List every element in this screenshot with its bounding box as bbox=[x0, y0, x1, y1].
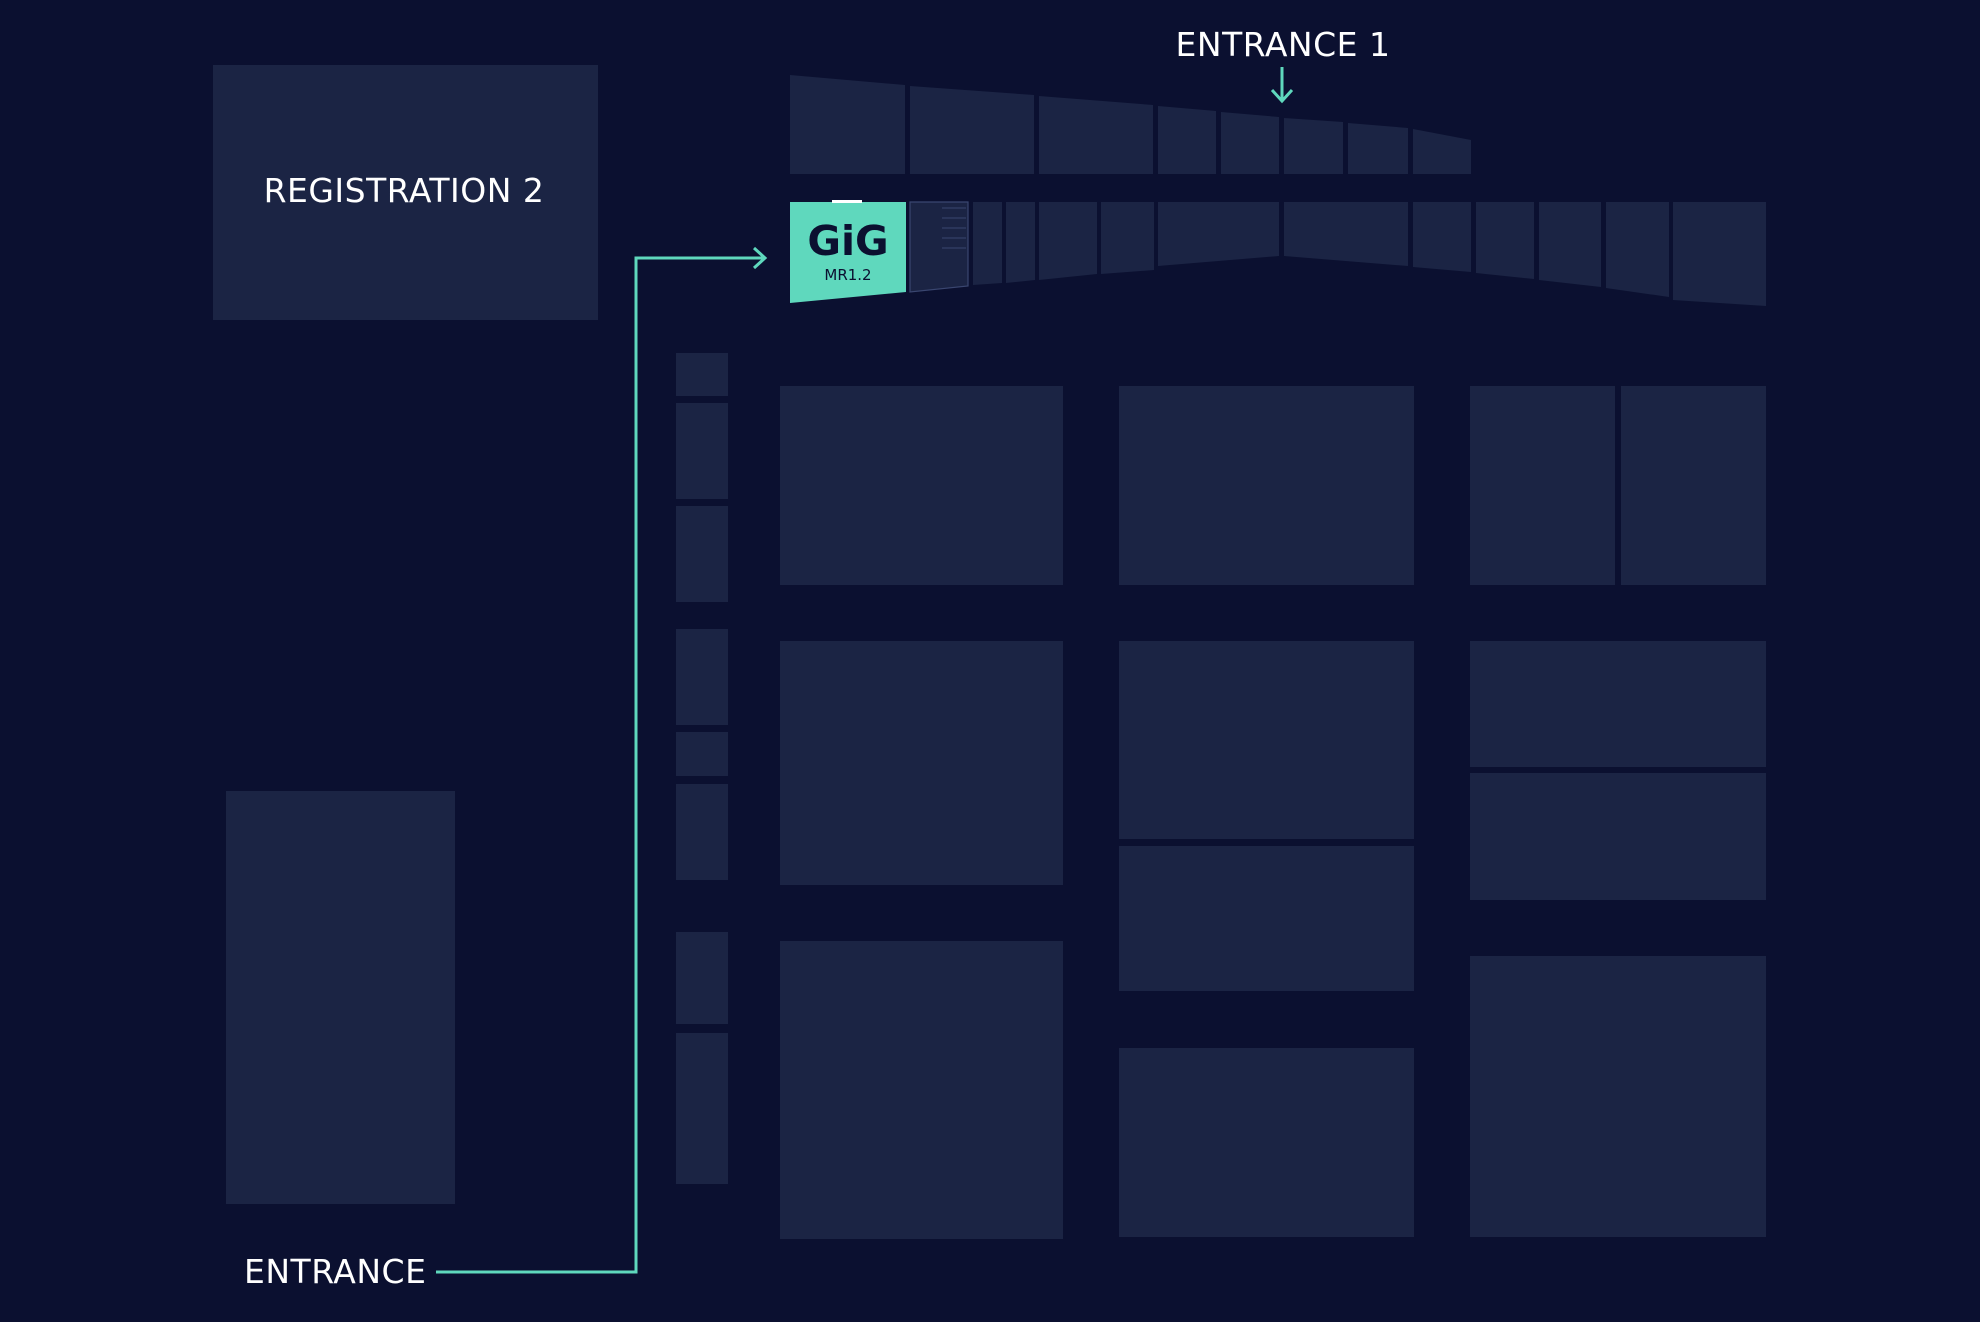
room[interactable] bbox=[1470, 956, 1766, 1237]
room[interactable] bbox=[1621, 386, 1766, 585]
booth[interactable] bbox=[1476, 202, 1534, 279]
booth[interactable] bbox=[1284, 118, 1343, 174]
booth[interactable] bbox=[1413, 129, 1471, 174]
small-room[interactable] bbox=[676, 629, 728, 725]
booth[interactable] bbox=[1006, 202, 1035, 283]
narrow-room-column bbox=[676, 353, 728, 1184]
room[interactable] bbox=[1119, 846, 1414, 991]
room[interactable] bbox=[1470, 641, 1766, 767]
room[interactable] bbox=[780, 386, 1063, 585]
booth[interactable] bbox=[1039, 96, 1153, 174]
small-room[interactable] bbox=[676, 403, 728, 499]
arrow-right-icon bbox=[752, 246, 768, 270]
arrow-down-icon bbox=[1270, 67, 1294, 104]
top-booth-row bbox=[790, 75, 1471, 174]
route-line bbox=[436, 256, 764, 1274]
room[interactable] bbox=[1470, 773, 1766, 900]
registration-2-area[interactable] bbox=[213, 65, 598, 320]
lower-left-room[interactable] bbox=[226, 791, 455, 1204]
small-room[interactable] bbox=[676, 353, 728, 396]
room[interactable] bbox=[780, 941, 1063, 1239]
booth[interactable] bbox=[790, 75, 905, 174]
room[interactable] bbox=[1119, 1048, 1414, 1237]
booth[interactable] bbox=[1539, 202, 1601, 287]
gig-booth-code: MR1.2 bbox=[824, 266, 871, 284]
booth[interactable] bbox=[1039, 202, 1097, 280]
main-room-grid bbox=[780, 386, 1766, 1239]
small-room[interactable] bbox=[676, 506, 728, 602]
booth[interactable] bbox=[1413, 202, 1471, 272]
gig-booth-shape[interactable] bbox=[790, 202, 906, 303]
booth[interactable] bbox=[1101, 202, 1154, 274]
booth[interactable] bbox=[1158, 106, 1216, 174]
booth[interactable] bbox=[1348, 123, 1408, 174]
booth-marker bbox=[832, 200, 862, 203]
entrance-label: ENTRANCE bbox=[244, 1252, 426, 1291]
registration-2-label: REGISTRATION 2 bbox=[264, 171, 545, 210]
booth[interactable] bbox=[1606, 202, 1669, 297]
booth[interactable] bbox=[1284, 202, 1408, 266]
small-room[interactable] bbox=[676, 1033, 728, 1184]
booth[interactable] bbox=[910, 202, 968, 292]
room[interactable] bbox=[1119, 641, 1414, 839]
booth-outline bbox=[909, 201, 969, 293]
room[interactable] bbox=[780, 641, 1063, 885]
booth[interactable] bbox=[1673, 202, 1766, 306]
gig-logo: GiG bbox=[807, 217, 888, 265]
second-booth-row bbox=[909, 201, 1766, 306]
small-room[interactable] bbox=[676, 784, 728, 880]
small-room[interactable] bbox=[676, 932, 728, 1024]
room[interactable] bbox=[1119, 386, 1414, 585]
room[interactable] bbox=[1470, 386, 1615, 585]
small-room[interactable] bbox=[676, 732, 728, 776]
booth[interactable] bbox=[910, 86, 1034, 174]
booth[interactable] bbox=[1158, 202, 1279, 266]
booth[interactable] bbox=[1221, 112, 1279, 174]
route-to-booth bbox=[436, 246, 768, 1274]
gig-booth[interactable]: GiG MR1.2 bbox=[790, 200, 906, 303]
booth[interactable] bbox=[973, 202, 1002, 285]
entrance-1-label: ENTRANCE 1 bbox=[1176, 25, 1391, 64]
